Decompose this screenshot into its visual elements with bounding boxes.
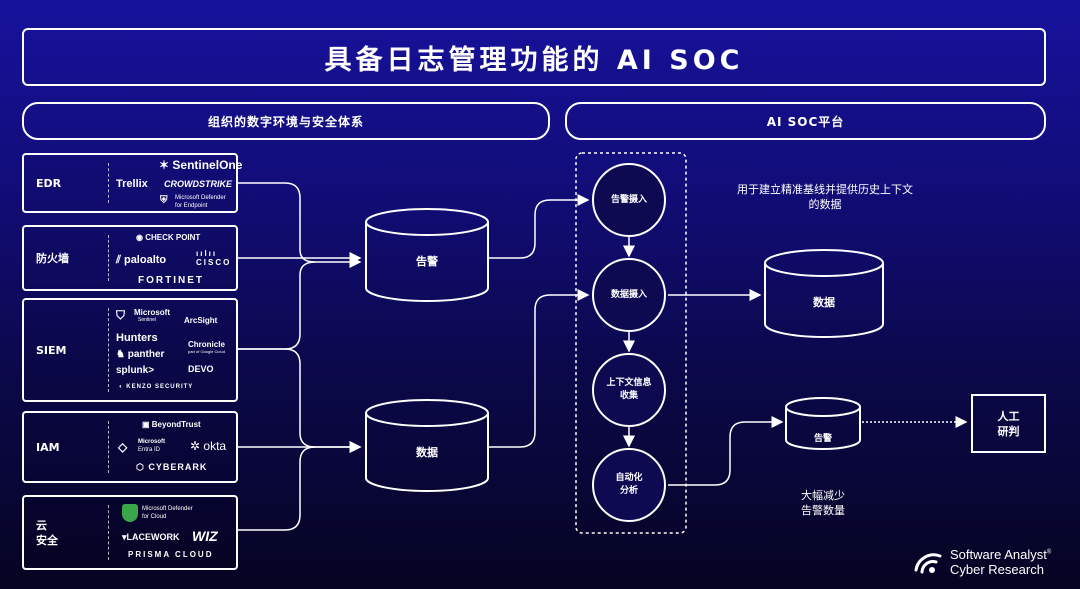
vendor-defender-cloud-2: for Cloud bbox=[142, 514, 167, 520]
output-alerts-store bbox=[785, 397, 861, 450]
baseline-note: 用于建立精准基线并提供历史上下文 的数据 bbox=[737, 183, 913, 211]
defender-cloud-icon bbox=[122, 504, 138, 522]
card-label: IAM bbox=[36, 440, 60, 454]
card-cloud-security: 云 安全 Microsoft Defender for Cloud ▾LACEW… bbox=[22, 495, 238, 570]
vendor-splunk: splunk> bbox=[116, 365, 155, 376]
vendor-cyberark: ⬡ CYBERARK bbox=[136, 462, 208, 472]
card-label: 防火墙 bbox=[36, 252, 69, 265]
vendor-kenzo: ◐ KENZO SECURITY bbox=[119, 384, 194, 390]
edge-alerts-ingest bbox=[488, 194, 590, 259]
brand-line1: Software Analyst® bbox=[950, 547, 1052, 562]
vendor-wiz: WIZ bbox=[192, 528, 218, 544]
vendor-crowdstrike: CROWDSTRIKE bbox=[164, 179, 232, 189]
vendor-panther: ♞ panther bbox=[116, 349, 165, 360]
step-automated-analysis: 自动化 分析 bbox=[592, 448, 666, 522]
vendor-defender-endpoint-1: Microsoft Defender bbox=[175, 195, 226, 201]
card-iam: IAM ▣ BeyondTrust ◇ Microsoft Entra ID ✲… bbox=[22, 411, 238, 483]
vendor-chronicle: Chronicle bbox=[188, 340, 225, 349]
vendor-fortinet: FORTINET bbox=[138, 275, 204, 286]
alerts-store bbox=[365, 208, 489, 302]
human-triage-label: 人工 研判 bbox=[997, 410, 1020, 438]
edge-siem-data bbox=[238, 348, 362, 453]
edge-data-ingest bbox=[488, 289, 590, 448]
vendor-arcsight: ArcSight bbox=[184, 316, 218, 325]
vendor-okta: ✲ okta bbox=[190, 439, 227, 453]
output-alerts-label: 告警 bbox=[813, 434, 832, 444]
page-title: 具备日志管理功能的 AI SOC bbox=[22, 28, 1046, 86]
vendor-defender-cloud-1: Microsoft Defender bbox=[142, 506, 193, 512]
vendor-beyondtrust: ▣ BeyondTrust bbox=[142, 420, 201, 429]
alerts-store-label: 告警 bbox=[416, 255, 438, 268]
reduce-note: 大幅减少 告警数量 bbox=[801, 489, 845, 517]
pipeline-box bbox=[575, 152, 687, 534]
step-alert-ingest: 告警摄入 bbox=[592, 163, 666, 237]
vendor-checkpoint: ◉ CHECK POINT bbox=[136, 233, 201, 242]
step-context-collection: 上下文信息 收集 bbox=[592, 353, 666, 427]
data-store-label: 数据 bbox=[416, 446, 438, 459]
edge-siem-alerts bbox=[238, 261, 316, 350]
vendor-paloalto: ⫽ paloalto bbox=[116, 254, 167, 266]
vendor-ms-sentinel-1: Microsoft bbox=[134, 308, 170, 317]
card-edr: EDR ✶ SentinelOne Trellix CROWDSTRIKE ⛨ … bbox=[22, 153, 242, 213]
edge-cloud-data bbox=[238, 446, 316, 531]
vendor-chronicle-sub: part of Google Cloud bbox=[188, 349, 225, 354]
left-section-header: 组织的数字环境与安全体系 bbox=[22, 102, 550, 140]
vendor-ms-sentinel-2: Sentinel bbox=[138, 317, 157, 323]
vendor-devo: DEVO bbox=[188, 364, 214, 374]
right-data-label: 数据 bbox=[813, 296, 835, 309]
shield-icon: ⛨ bbox=[160, 195, 168, 206]
right-data-store bbox=[764, 249, 884, 338]
right-section-header: AI SOC平台 bbox=[565, 102, 1046, 140]
brand-line2: Cyber Research bbox=[950, 562, 1044, 577]
card-label: SIEM bbox=[36, 343, 67, 357]
vendor-sentinelone: ✶ SentinelOne bbox=[159, 158, 243, 172]
wifi-icon bbox=[914, 553, 942, 574]
card-siem: SIEM ⛉ Microsoft Sentinel ArcSight Hunte… bbox=[22, 298, 238, 402]
vendor-prisma-cloud: PRISMA CLOUD bbox=[128, 550, 214, 559]
entra-icon: ◇ bbox=[118, 440, 128, 454]
vendor-hunters: Hunters bbox=[116, 332, 158, 344]
vendor-entra-1: Microsoft bbox=[138, 439, 165, 445]
edge-to-output bbox=[668, 416, 784, 486]
vendor-lacework: ▾LACEWORK bbox=[122, 532, 180, 542]
human-box bbox=[971, 394, 1046, 453]
vendor-trellix: Trellix bbox=[116, 178, 148, 190]
data-store bbox=[365, 399, 489, 492]
card-label: 云 安全 bbox=[36, 518, 58, 547]
card-label: EDR bbox=[36, 176, 62, 190]
step-data-ingest: 数据摄入 bbox=[592, 258, 666, 332]
vendor-entra-2: Entra ID bbox=[138, 447, 161, 453]
sentinel-icon: ⛉ bbox=[116, 308, 126, 322]
edge-edr-alerts bbox=[238, 182, 362, 268]
vendor-defender-endpoint-2: for Endpoint bbox=[175, 203, 208, 209]
